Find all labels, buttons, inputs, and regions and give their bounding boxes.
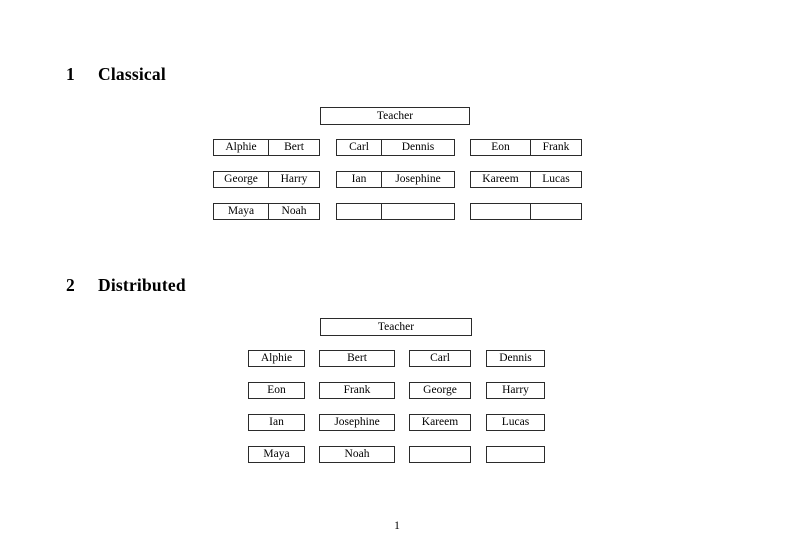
table-row: Alphie xyxy=(248,350,305,367)
name-cell: Carl xyxy=(336,139,382,156)
name-cell: Frank xyxy=(530,139,582,156)
section-title: Distributed xyxy=(98,275,186,295)
distributed-r4c3 xyxy=(409,446,471,463)
name-cell: Kareem xyxy=(409,414,471,431)
name-cell-empty xyxy=(409,446,471,463)
classical-group3-row1: Eon Frank xyxy=(470,139,582,156)
table-row: Maya Noah xyxy=(213,203,320,220)
classical-group1-row2: George Harry xyxy=(213,171,320,188)
table-row: Kareem Lucas xyxy=(470,171,582,188)
name-cell: George xyxy=(409,382,471,399)
name-cell: Dennis xyxy=(381,139,455,156)
name-cell: George xyxy=(213,171,269,188)
table-row: Eon xyxy=(248,382,305,399)
table-row: Lucas xyxy=(486,414,545,431)
table-row xyxy=(409,446,471,463)
distributed-r2c3: George xyxy=(409,382,471,399)
section-heading-distributed: 2 Distributed xyxy=(66,275,186,296)
name-cell: Kareem xyxy=(470,171,531,188)
table-row: Alphie Bert xyxy=(213,139,320,156)
classical-group1-row1: Alphie Bert xyxy=(213,139,320,156)
name-cell: Alphie xyxy=(248,350,305,367)
section-title: Classical xyxy=(98,64,166,84)
teacher-cell: Teacher xyxy=(320,107,470,125)
distributed-r1c4: Dennis xyxy=(486,350,545,367)
distributed-r3c3: Kareem xyxy=(409,414,471,431)
table-row: Maya xyxy=(248,446,305,463)
table-row: Kareem xyxy=(409,414,471,431)
distributed-r1c3: Carl xyxy=(409,350,471,367)
section-number: 1 xyxy=(66,64,75,84)
name-cell: Eon xyxy=(248,382,305,399)
distributed-r2c4: Harry xyxy=(486,382,545,399)
name-cell: Bert xyxy=(268,139,320,156)
name-cell: Ian xyxy=(248,414,305,431)
table-row: George xyxy=(409,382,471,399)
distributed-r4c1: Maya xyxy=(248,446,305,463)
table-row: Bert xyxy=(319,350,395,367)
table-row: George Harry xyxy=(213,171,320,188)
name-cell: Maya xyxy=(213,203,269,220)
classical-group1-row3: Maya Noah xyxy=(213,203,320,220)
table-row: Carl xyxy=(409,350,471,367)
classical-teacher-box: Teacher xyxy=(320,107,470,125)
name-cell-empty xyxy=(530,203,582,220)
table-row xyxy=(470,203,582,220)
name-cell: Maya xyxy=(248,446,305,463)
classical-group3-row3 xyxy=(470,203,582,220)
name-cell-empty xyxy=(486,446,545,463)
table-row: Teacher xyxy=(320,318,472,336)
teacher-cell: Teacher xyxy=(320,318,472,336)
table-row: Eon Frank xyxy=(470,139,582,156)
name-cell: Frank xyxy=(319,382,395,399)
name-cell: Carl xyxy=(409,350,471,367)
name-cell: Ian xyxy=(336,171,382,188)
distributed-r2c2: Frank xyxy=(319,382,395,399)
distributed-r1c1: Alphie xyxy=(248,350,305,367)
distributed-r1c2: Bert xyxy=(319,350,395,367)
name-cell: Josephine xyxy=(381,171,455,188)
name-cell: Lucas xyxy=(486,414,545,431)
distributed-r3c4: Lucas xyxy=(486,414,545,431)
name-cell: Harry xyxy=(268,171,320,188)
name-cell: Dennis xyxy=(486,350,545,367)
classical-group2-row1: Carl Dennis xyxy=(336,139,455,156)
section-heading-classical: 1 Classical xyxy=(66,64,166,85)
table-row xyxy=(486,446,545,463)
name-cell: Noah xyxy=(319,446,395,463)
page-number: 1 xyxy=(394,520,400,532)
name-cell: Josephine xyxy=(319,414,395,431)
name-cell-empty xyxy=(470,203,531,220)
name-cell: Alphie xyxy=(213,139,269,156)
name-cell: Bert xyxy=(319,350,395,367)
table-row: Josephine xyxy=(319,414,395,431)
table-row: Ian xyxy=(248,414,305,431)
table-row: Dennis xyxy=(486,350,545,367)
table-row: Ian Josephine xyxy=(336,171,455,188)
classical-group3-row2: Kareem Lucas xyxy=(470,171,582,188)
section-number: 2 xyxy=(66,275,75,295)
table-row xyxy=(336,203,455,220)
classical-group2-row3 xyxy=(336,203,455,220)
name-cell: Lucas xyxy=(530,171,582,188)
name-cell-empty xyxy=(336,203,382,220)
distributed-r2c1: Eon xyxy=(248,382,305,399)
table-row: Carl Dennis xyxy=(336,139,455,156)
table-row: Harry xyxy=(486,382,545,399)
distributed-teacher-box: Teacher xyxy=(320,318,472,336)
table-row: Noah xyxy=(319,446,395,463)
name-cell: Harry xyxy=(486,382,545,399)
name-cell-empty xyxy=(381,203,455,220)
distributed-r4c2: Noah xyxy=(319,446,395,463)
name-cell: Noah xyxy=(268,203,320,220)
table-row: Frank xyxy=(319,382,395,399)
distributed-r3c2: Josephine xyxy=(319,414,395,431)
table-row: Teacher xyxy=(320,107,470,125)
classical-group2-row2: Ian Josephine xyxy=(336,171,455,188)
distributed-r3c1: Ian xyxy=(248,414,305,431)
distributed-r4c4 xyxy=(486,446,545,463)
name-cell: Eon xyxy=(470,139,531,156)
